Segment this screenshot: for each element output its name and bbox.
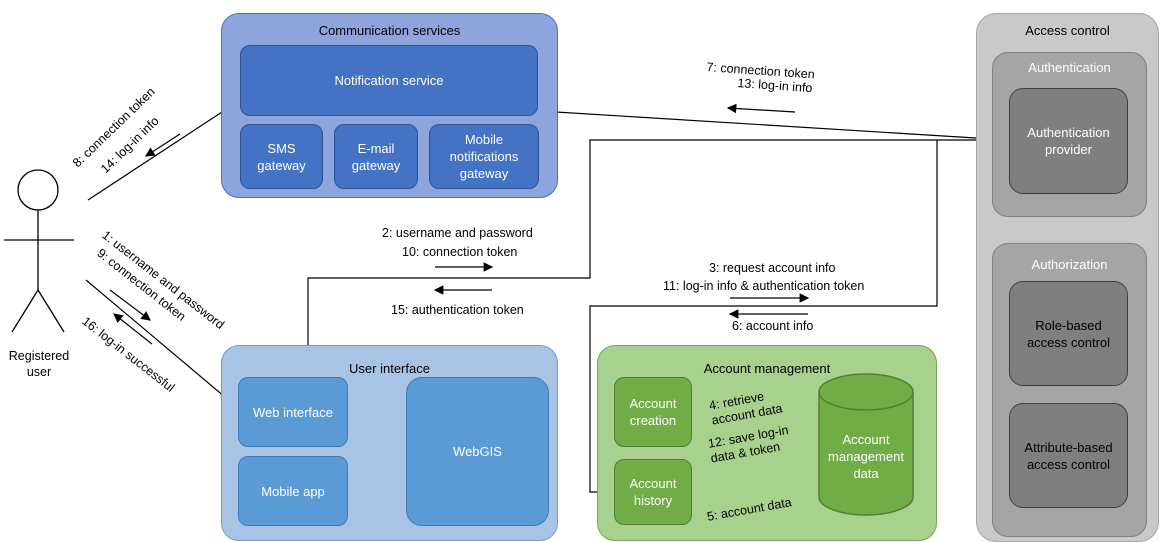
account-management-title: Account management bbox=[703, 361, 831, 376]
arrow-16 bbox=[113, 313, 153, 345]
line-communication-auth bbox=[555, 111, 1009, 141]
sms-gateway: SMS gateway bbox=[240, 124, 323, 189]
account-history: Account history bbox=[614, 459, 692, 525]
mobile-app: Mobile app bbox=[238, 456, 348, 526]
mobile-notifications-gateway: Mobile notifications gateway bbox=[429, 124, 539, 189]
label-11: 11: log-in info & authentication token bbox=[663, 279, 865, 293]
communication-services-container: Communication services Notification serv… bbox=[221, 13, 558, 198]
authentication-title: Authentication bbox=[1028, 60, 1111, 75]
access-control-title: Access control bbox=[1025, 23, 1110, 38]
authentication-provider: Authentication provider bbox=[1009, 88, 1128, 194]
webgis: WebGIS bbox=[406, 377, 549, 526]
web-interface: Web interface bbox=[238, 377, 348, 447]
authorization-title: Authorization bbox=[1031, 257, 1108, 272]
notification-service: Notification service bbox=[240, 45, 538, 116]
label-10: 10: connection token bbox=[402, 245, 518, 259]
user-interface-container: User interface Web interface Mobile app … bbox=[221, 345, 558, 541]
label-3: 3: request account info bbox=[709, 261, 836, 275]
authorization-container: Authorization Role-based access control … bbox=[992, 243, 1147, 537]
arrow-7 bbox=[726, 103, 796, 114]
role-based-access-control: Role-based access control bbox=[1009, 281, 1128, 386]
authentication-container: Authentication Authentication provider bbox=[992, 52, 1147, 217]
label-6: 6: account info bbox=[732, 319, 814, 333]
communication-services-title: Communication services bbox=[318, 23, 461, 38]
email-gateway: E-mail gateway bbox=[334, 124, 418, 189]
account-creation: Account creation bbox=[614, 377, 692, 447]
attribute-based-access-control: Attribute-based access control bbox=[1009, 403, 1128, 508]
account-management-data: Account management data bbox=[828, 431, 904, 481]
line-user-web bbox=[85, 279, 239, 409]
arrow-8 bbox=[144, 133, 181, 157]
line-web-auth bbox=[307, 139, 1008, 378]
label-2: 2: username and password bbox=[382, 226, 533, 240]
user-interface-title: User interface bbox=[349, 361, 430, 376]
access-control-container: Access control Authentication Authentica… bbox=[976, 13, 1159, 542]
registered-user-label: Registered user bbox=[8, 349, 70, 379]
label-15: 15: authentication token bbox=[391, 303, 524, 317]
arrow-1 bbox=[109, 289, 151, 321]
